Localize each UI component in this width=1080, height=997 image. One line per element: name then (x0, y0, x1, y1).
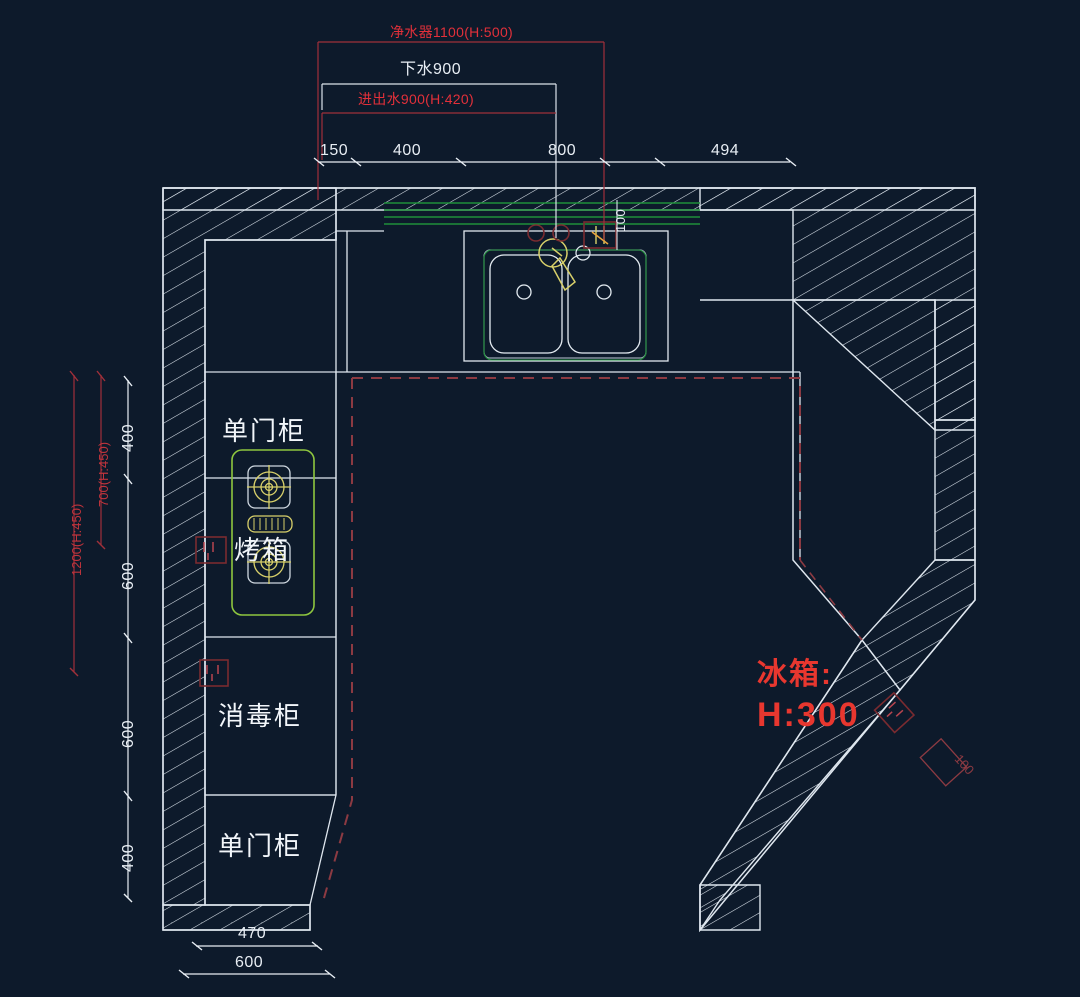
walls-group (162, 187, 976, 933)
sink-plumbing-circles (527, 224, 570, 242)
power-outlet-icon (583, 221, 617, 249)
top-dim-150: 150 (320, 142, 349, 159)
left-cabinet-run (204, 371, 337, 796)
top-dimension-lines (313, 41, 797, 240)
backsplash-lines (384, 202, 700, 225)
wall-dashed-guide (799, 559, 863, 641)
cabinet-label-sterilizer: 消毒柜 (218, 701, 303, 731)
counter-overhang-dashed (321, 377, 801, 906)
sink-outlet-dim-100: 100 (613, 208, 628, 232)
oven-cooktop-symbol (231, 449, 315, 616)
top-dim-800: 800 (548, 142, 577, 159)
double-bowl-sink (483, 249, 647, 361)
cabinet-label-single-door-upper: 单门柜 (222, 416, 307, 446)
cabinet-label-oven: 烤箱 (234, 535, 291, 565)
wall-outline (162, 187, 976, 933)
fridge-label-line2: H:300 (757, 696, 860, 734)
left-dim-400-top: 400 (120, 423, 137, 452)
countertop-outline (309, 230, 801, 906)
fridge-outlet-dim-leader (919, 737, 968, 787)
power-outlet-icon (199, 659, 229, 687)
power-outlet-icon (195, 536, 227, 564)
left-dim-600-lower: 600 (120, 719, 137, 748)
left-dim-400-bottom: 400 (120, 843, 137, 872)
top-dim-400: 400 (393, 142, 422, 159)
bottom-dim-470: 470 (238, 925, 267, 942)
gas-burner-icon (247, 540, 291, 584)
cabinet-label-single-door-lower: 单门柜 (218, 831, 303, 861)
left-red-dim-1200: 1200(H:450) (69, 503, 84, 576)
top-dim-494: 494 (711, 142, 740, 159)
power-outlet-icon (873, 691, 916, 734)
left-dim-600-upper: 600 (120, 561, 137, 590)
water-purifier-dim-label: 净水器1100(H:500) (390, 24, 513, 40)
sink-hole (575, 245, 591, 261)
left-dimension-lines (69, 370, 133, 903)
left-red-dim-700: 700(H:450) (96, 441, 111, 507)
gas-burner-icon (247, 465, 291, 509)
drain-dim-label: 下水900 (400, 61, 462, 78)
fridge-label-line1: 冰箱: (757, 658, 833, 691)
bottom-dim-600: 600 (235, 954, 264, 971)
cooktop-control-strip (247, 515, 293, 533)
faucet-icon (538, 238, 576, 292)
bottom-dimension-lines (178, 941, 336, 979)
water-inlet-outlet-dim-label: 进出水900(H:420) (358, 91, 474, 107)
